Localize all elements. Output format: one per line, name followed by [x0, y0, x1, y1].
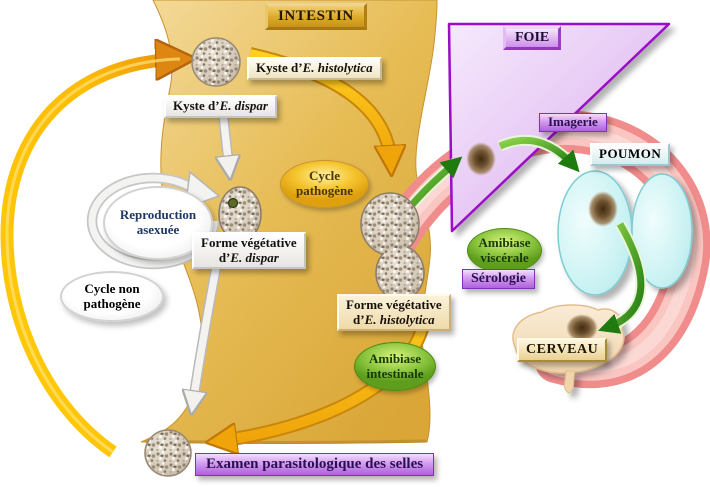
- trophozoite-dispar: [218, 186, 262, 242]
- fecal-oral-cycle-arrow: [0, 59, 180, 458]
- liver-title: FOIE: [503, 26, 562, 50]
- label-examen-selles: Examen parasitologique des selles: [195, 453, 435, 476]
- label-amibiase-viscerale: Amibiase viscérale: [467, 228, 542, 273]
- cyst-excreted: [144, 429, 192, 477]
- trophozoite-histolytica: [360, 192, 425, 301]
- label-amibiase-intestinale: Amibiase intestinale: [354, 342, 436, 391]
- arrow-liver-to-lung: [497, 134, 580, 173]
- asexual-reproduction-arrow: [86, 170, 221, 270]
- label-forme-dispar: Forme végétative d’E. dispar: [192, 232, 306, 270]
- brain-abscess-spot: [566, 314, 598, 342]
- liver-abscess-spot: [466, 142, 496, 176]
- brain-title: CERVEAU: [517, 338, 608, 362]
- intestine-title-text: INTESTIN: [278, 8, 354, 24]
- label-cycle-pathogene: Cycle pathogène: [280, 160, 369, 208]
- intestine-title: INTESTIN: [265, 3, 367, 30]
- lung-title: POUMON: [590, 143, 671, 166]
- label-cycle-non-pathogene: Cycle non pathogène: [60, 271, 164, 322]
- cyst-ingested: [191, 37, 241, 87]
- label-imagerie: Imagerie: [539, 113, 607, 132]
- label-forme-histolytica: Forme végétative d’E. histolytica: [337, 294, 451, 332]
- lung-abscess-spot: [588, 191, 618, 227]
- label-serologie: Sérologie: [462, 269, 535, 289]
- label-kyste-dispar: Kyste d’E. dispar: [164, 95, 277, 118]
- label-kyste-histolytica: Kyste d’E. histolytica: [247, 57, 382, 80]
- arrow-lung-to-brain: [598, 221, 647, 334]
